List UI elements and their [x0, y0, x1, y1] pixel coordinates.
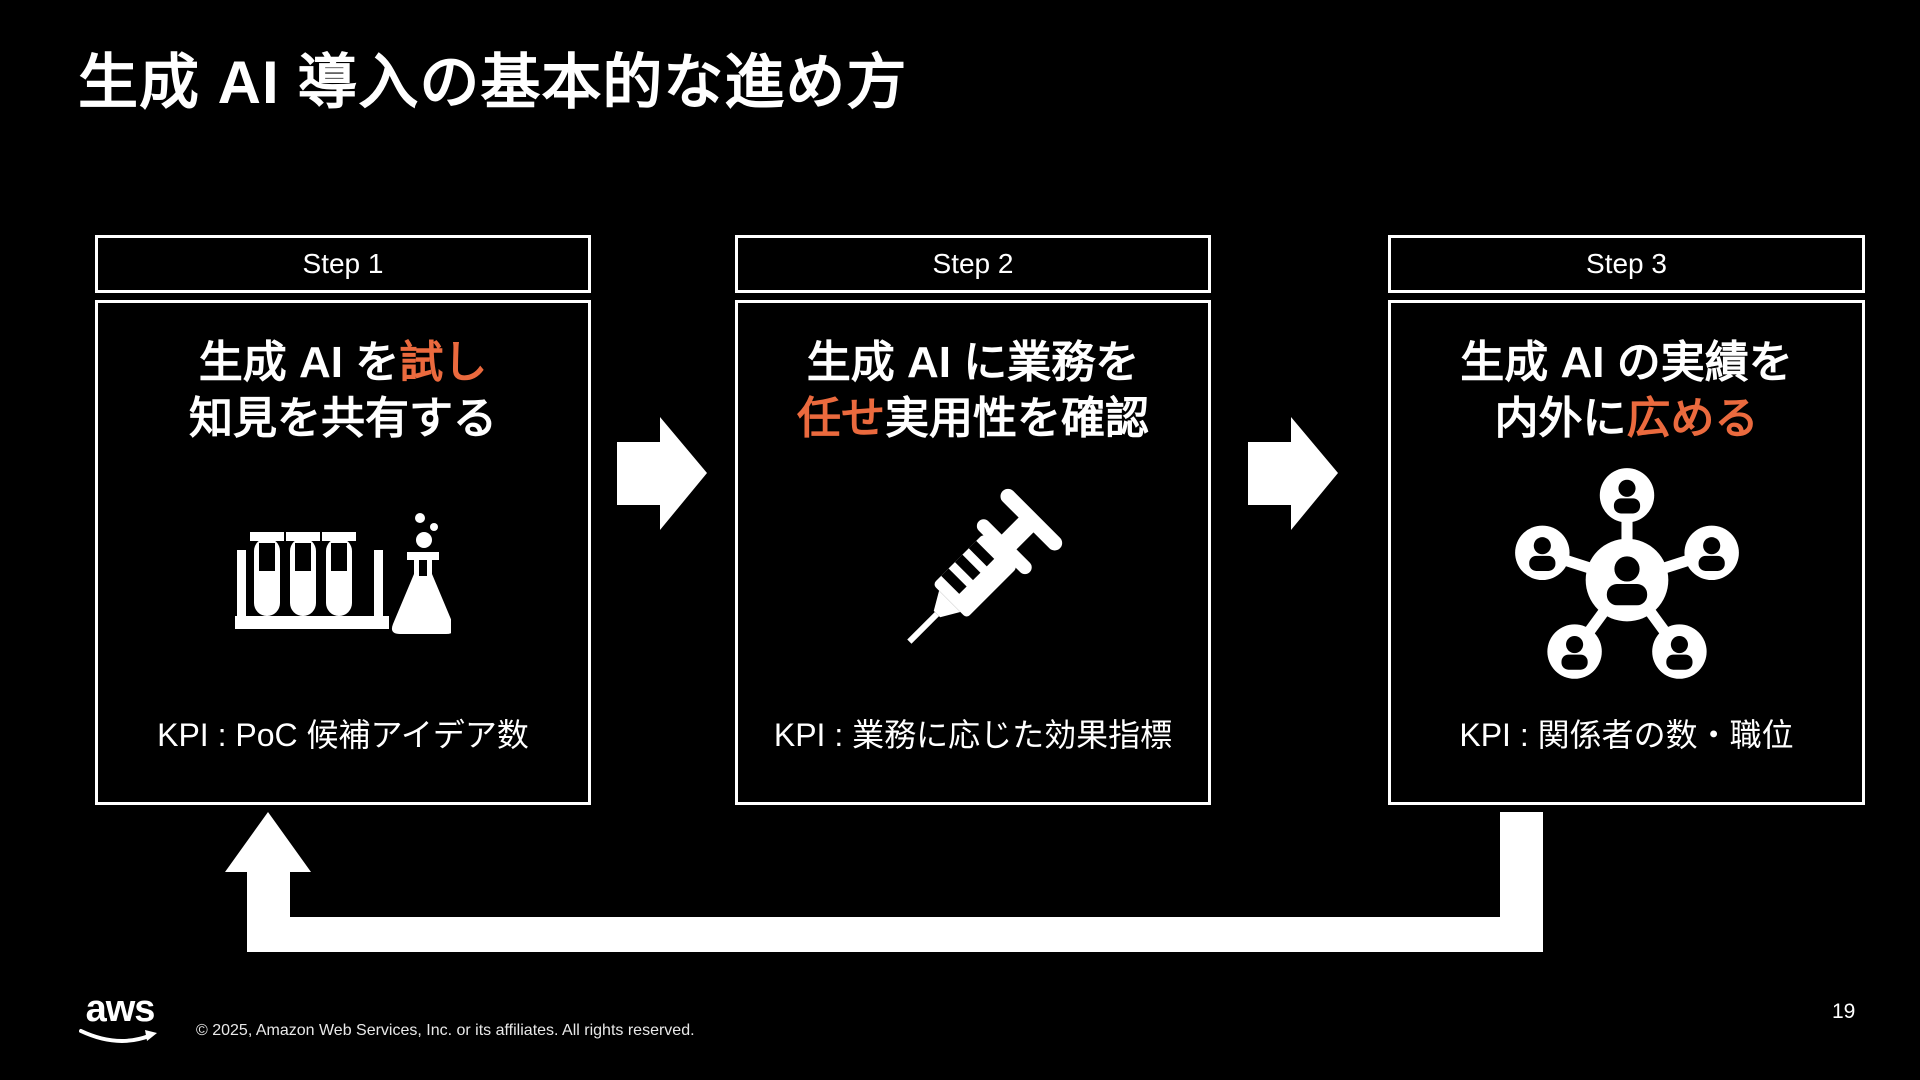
arrow-step2-to-step3-icon: [1248, 417, 1338, 530]
step-1-title: 生成 AI を試し 知見を共有する: [189, 335, 497, 447]
step-2-icon-zone: [738, 447, 1208, 710]
step-2-box: Step 2 生成 AI に業務を 任せ実用性を確認: [735, 235, 1211, 805]
step-3-body: 生成 AI の実績を 内外に広める: [1388, 300, 1865, 805]
step-2-body: 生成 AI に業務を 任せ実用性を確認: [735, 300, 1211, 805]
step-3-icon-zone: [1391, 447, 1862, 710]
step-3-kpi: KPI : 関係者の数・職位: [1459, 717, 1794, 753]
step-1-label: Step 1: [302, 248, 384, 279]
aws-logo-text: aws: [85, 988, 156, 1030]
step-3-label: Step 3: [1586, 248, 1667, 279]
step-2-title-accent: 任せ: [797, 393, 885, 443]
step-1-icon-zone: [98, 447, 588, 710]
step-2-title-line1: 生成 AI に業務を: [797, 335, 1149, 391]
footer-copyright: © 2025, Amazon Web Services, Inc. or its…: [196, 1022, 695, 1039]
aws-smile-icon: [79, 1029, 157, 1043]
step-3-title-seg: 内外に: [1494, 393, 1627, 443]
loop-back-arrow-icon: [225, 812, 1543, 952]
step-2-title: 生成 AI に業務を 任せ実用性を確認: [797, 335, 1149, 447]
step-3-title: 生成 AI の実績を 内外に広める: [1460, 335, 1792, 447]
step-3-header: Step 3: [1388, 235, 1865, 293]
test-tubes-flask-icon: [235, 513, 451, 635]
step-2-label: Step 2: [932, 248, 1014, 279]
step-1-box: Step 1 生成 AI を試し 知見を共有する: [95, 235, 591, 805]
step-2-title-seg: 実用性を確認: [885, 393, 1149, 443]
step-3-title-seg: 生成 AI の実績を: [1460, 338, 1793, 387]
people-network-icon: [1514, 468, 1739, 680]
step-2-title-seg: 生成 AI に業務を: [806, 338, 1140, 387]
page-number: 19: [1832, 1000, 1856, 1023]
step-2-title-line2: 任せ実用性を確認: [797, 391, 1149, 447]
step-1-title-accent: 試し: [399, 338, 488, 387]
step-1-kpi: KPI : PoC 候補アイデア数: [157, 717, 529, 753]
step-1-title-seg: 知見を共有する: [189, 393, 497, 443]
step-3-box: Step 3 生成 AI の実績を 内外に広める: [1388, 235, 1865, 805]
syringe-icon: [907, 489, 1063, 645]
step-1-header: Step 1: [95, 235, 591, 293]
step-3-title-accent: 広める: [1626, 393, 1759, 443]
step-2-header: Step 2: [735, 235, 1211, 293]
step-2-kpi: KPI : 業務に応じた効果指標: [773, 717, 1173, 753]
step-1-title-line1: 生成 AI を試し: [189, 335, 497, 391]
slide-title: 生成 AI 導入の基本的な進め方: [78, 49, 908, 116]
aws-logo: aws: [75, 990, 165, 1053]
step-1-title-seg: 生成 AI を: [198, 338, 400, 387]
step-3-title-line1: 生成 AI の実績を: [1460, 335, 1792, 391]
step-1-body: 生成 AI を試し 知見を共有する: [95, 300, 591, 805]
arrow-step1-to-step2-icon: [617, 417, 707, 530]
step-3-title-line2: 内外に広める: [1460, 391, 1792, 447]
step-1-title-line2: 知見を共有する: [189, 391, 497, 447]
